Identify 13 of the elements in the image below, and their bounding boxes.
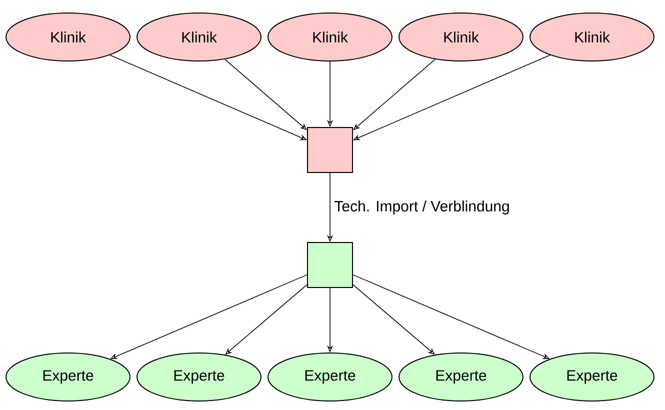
ellipse-node: Experte bbox=[530, 352, 654, 402]
square-box bbox=[307, 127, 353, 173]
ellipse-node: Klinik bbox=[6, 12, 130, 62]
ellipse-node: Klinik bbox=[136, 12, 262, 62]
ellipse-node: Experte bbox=[398, 352, 524, 402]
ellipse-node: Klinik bbox=[530, 12, 654, 62]
ellipse-node: Klinik bbox=[398, 12, 524, 62]
ellipse-node: Experte bbox=[6, 352, 130, 402]
ellipse-node: Klinik bbox=[268, 12, 392, 62]
square-box bbox=[307, 242, 353, 288]
ellipse-node: Experte bbox=[268, 352, 392, 402]
ellipse-node: Experte bbox=[136, 352, 262, 402]
edge-label: Tech. Import / Verblindung bbox=[333, 200, 511, 216]
